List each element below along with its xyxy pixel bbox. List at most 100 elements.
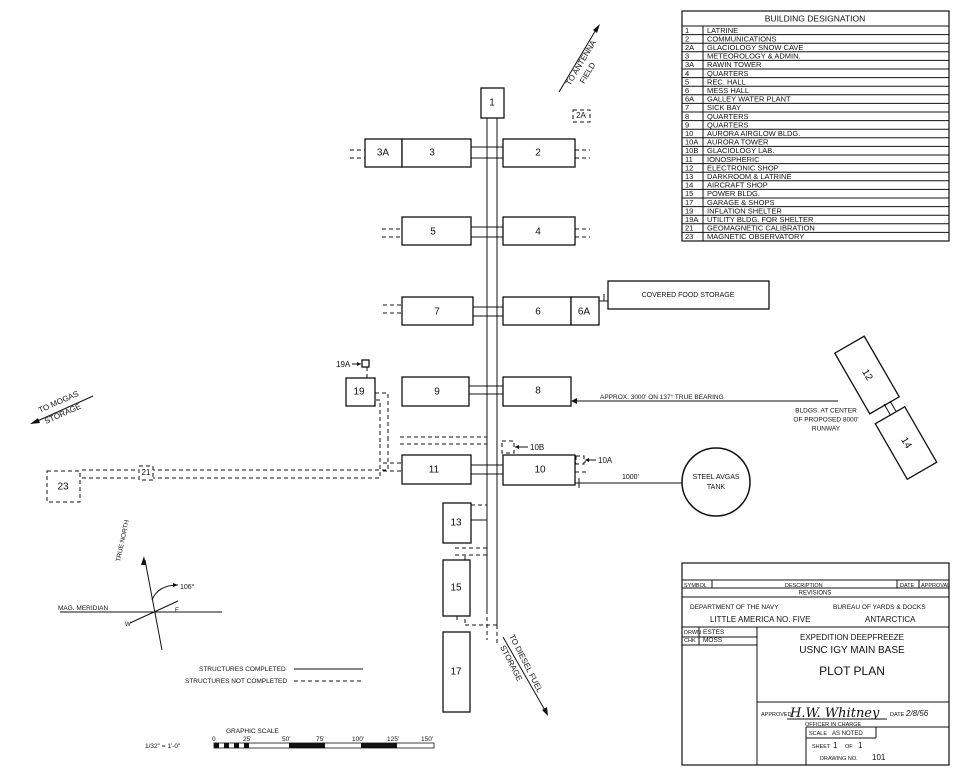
designation-row-name: LATRINE [707, 26, 738, 35]
designation-row-number: 14 [685, 181, 693, 190]
scale-label: SCALE [809, 731, 827, 737]
avgas-line: 1000' [575, 474, 683, 488]
designation-row-number: 9 [685, 120, 689, 129]
designation-row-name: ELECTRONIC SHOP [707, 163, 779, 172]
building-11-label: 11 [429, 465, 440, 476]
diesel-arrow: TO DIESEL FUEL STORAGE [498, 633, 548, 716]
graphic-scale-title: GRAPHIC SCALE [226, 728, 279, 735]
drawing-no: 101 [872, 753, 886, 762]
building-10b-label: 10B [530, 443, 544, 452]
col-symbol: SYMBOL [684, 583, 707, 589]
covered-food-storage: COVERED FOOD STORAGE [599, 280, 770, 310]
designation-row-name: METEOROLOGY & ADMIN. [707, 52, 801, 61]
bldgs-center-label-2: OF PROPOSED 8000' [793, 417, 858, 424]
building-4: 4 [502, 216, 576, 246]
dept-label: DEPARTMENT OF THE NAVY [690, 604, 779, 611]
building-15-label: 15 [450, 583, 462, 594]
designation-row-number: 10 [685, 129, 693, 138]
designation-row-number: 10B [685, 146, 698, 155]
covered-food-storage-label: COVERED FOOD STORAGE [642, 292, 735, 299]
connector-12-14 [883, 400, 898, 417]
building-14: 14 [874, 405, 938, 481]
designation-row-name: GLACIOLOGY LAB. [707, 146, 774, 155]
building-19-label: 19 [353, 387, 365, 398]
building-13: 13 [442, 502, 472, 544]
legend-not-completed-label: STRUCTURES NOT COMPLETED [185, 678, 287, 685]
scale-value: AS NOTED [832, 731, 863, 737]
designation-row-name: GLACIOLOGY SNOW CAVE [707, 43, 803, 52]
building-6-label: 6 [535, 307, 541, 318]
building-2a: 2A [572, 109, 591, 123]
scale-ratio: 1/32" = 1'-0" [145, 743, 181, 750]
building-3a: 3A [364, 138, 403, 168]
true-north-label: TRUE NORTH [115, 519, 131, 562]
bureau-label: BUREAU OF YARDS & DOCKS [833, 604, 926, 611]
building-2-label: 2 [535, 148, 541, 159]
scale-tick-100: 100' [352, 736, 364, 743]
designation-row-name: SICK BAY [707, 103, 741, 112]
designation-row-number: 8 [685, 112, 689, 121]
designation-title: BUILDING DESIGNATION [765, 13, 865, 23]
building-10a-label: 10A [598, 456, 613, 465]
revisions-label: REVISIONS [799, 591, 832, 597]
bldgs-center-label-1: BLDGS. AT CENTER [795, 408, 857, 415]
drawn-by-name: ESTES [703, 629, 725, 636]
building-23: 23 [46, 470, 81, 503]
designation-row-number: 4 [685, 69, 689, 78]
designation-row-number: 19A [685, 215, 698, 224]
building-8-label: 8 [535, 386, 541, 397]
building-10-label: 10 [534, 465, 546, 476]
scale-tick-125: 125' [387, 736, 399, 743]
designation-row-name: GARAGE & SHOPS [707, 198, 775, 207]
approx-bearing-label: APPROX. 3000' ON 137° TRUE BEARING [600, 393, 724, 401]
location-label: LITTLE AMERICA NO. FIVE [710, 615, 810, 624]
tank-label-1: STEEL AVGAS [692, 474, 739, 481]
building-9-label: 9 [434, 387, 440, 398]
sheet-num: 1 [833, 741, 838, 750]
antarctica-label: ANTARCTICA [865, 615, 916, 624]
designation-row-number: 19 [685, 206, 693, 215]
building-15: 15 [442, 559, 471, 617]
designation-row-name: REC. HALL [707, 77, 746, 86]
of-label: OF [845, 744, 853, 750]
plan-title: PLOT PLAN [819, 664, 885, 678]
building-21-label: 21 [142, 468, 151, 477]
building-19a: 19A [336, 359, 370, 369]
building-5: 5 [401, 216, 472, 246]
designation-row-number: 15 [685, 189, 693, 198]
distance-1000-label: 1000' [622, 474, 639, 481]
building-1: 1 [480, 87, 505, 119]
project-line-1: EXPEDITION DEEPFREEZE [800, 633, 904, 642]
designation-row-name: AURORA AIRGLOW BLDG. [707, 129, 800, 138]
building-6a-label: 6A [578, 307, 591, 318]
building-17: 17 [442, 631, 471, 713]
designation-row-name: MESS HALL [707, 86, 749, 95]
date-label: DATE [890, 712, 905, 718]
building-19a-label: 19A [336, 360, 351, 369]
designation-row-name: INFLATION SHELTER [707, 206, 782, 215]
building-10: 10 10A [502, 454, 613, 486]
designation-row-name: UTILITY BLDG. FOR SHELTER [707, 215, 814, 224]
angle-label: 106° [180, 583, 195, 591]
signature: H.W. Whitney [789, 706, 880, 721]
designation-row-number: 2 [685, 34, 689, 43]
building-5-label: 5 [430, 227, 436, 238]
building-21: 21 [138, 465, 154, 481]
building-6: 6 [502, 296, 572, 326]
mogas-arrow: TO MOGAS STORAGE [30, 389, 94, 426]
building-3: 3 [401, 138, 472, 168]
sheet-label: SHEET [812, 744, 831, 750]
graphic-scale: GRAPHIC SCALE 1/32" = 1'-0" 0 25' 50' 75… [145, 728, 435, 750]
title-block: SYMBOL DESCRIPTION DATE APPROVAL REVISIO… [681, 562, 950, 766]
building-14-label: 14 [898, 436, 913, 452]
designation-row-number: 21 [685, 224, 693, 233]
designation-row-name: DARKROOM & LATRINE [707, 172, 791, 181]
designation-row-name: QUARTERS [707, 69, 749, 78]
mag-meridian-label: MAG. MERIDIAN [58, 605, 109, 612]
designation-row-number: 2A [685, 43, 694, 52]
col-description: DESCRIPTION [785, 583, 823, 589]
designation-row-number: 11 [685, 155, 693, 164]
designation-row-number: 5 [685, 77, 689, 86]
building-6a: 6A [570, 296, 600, 326]
